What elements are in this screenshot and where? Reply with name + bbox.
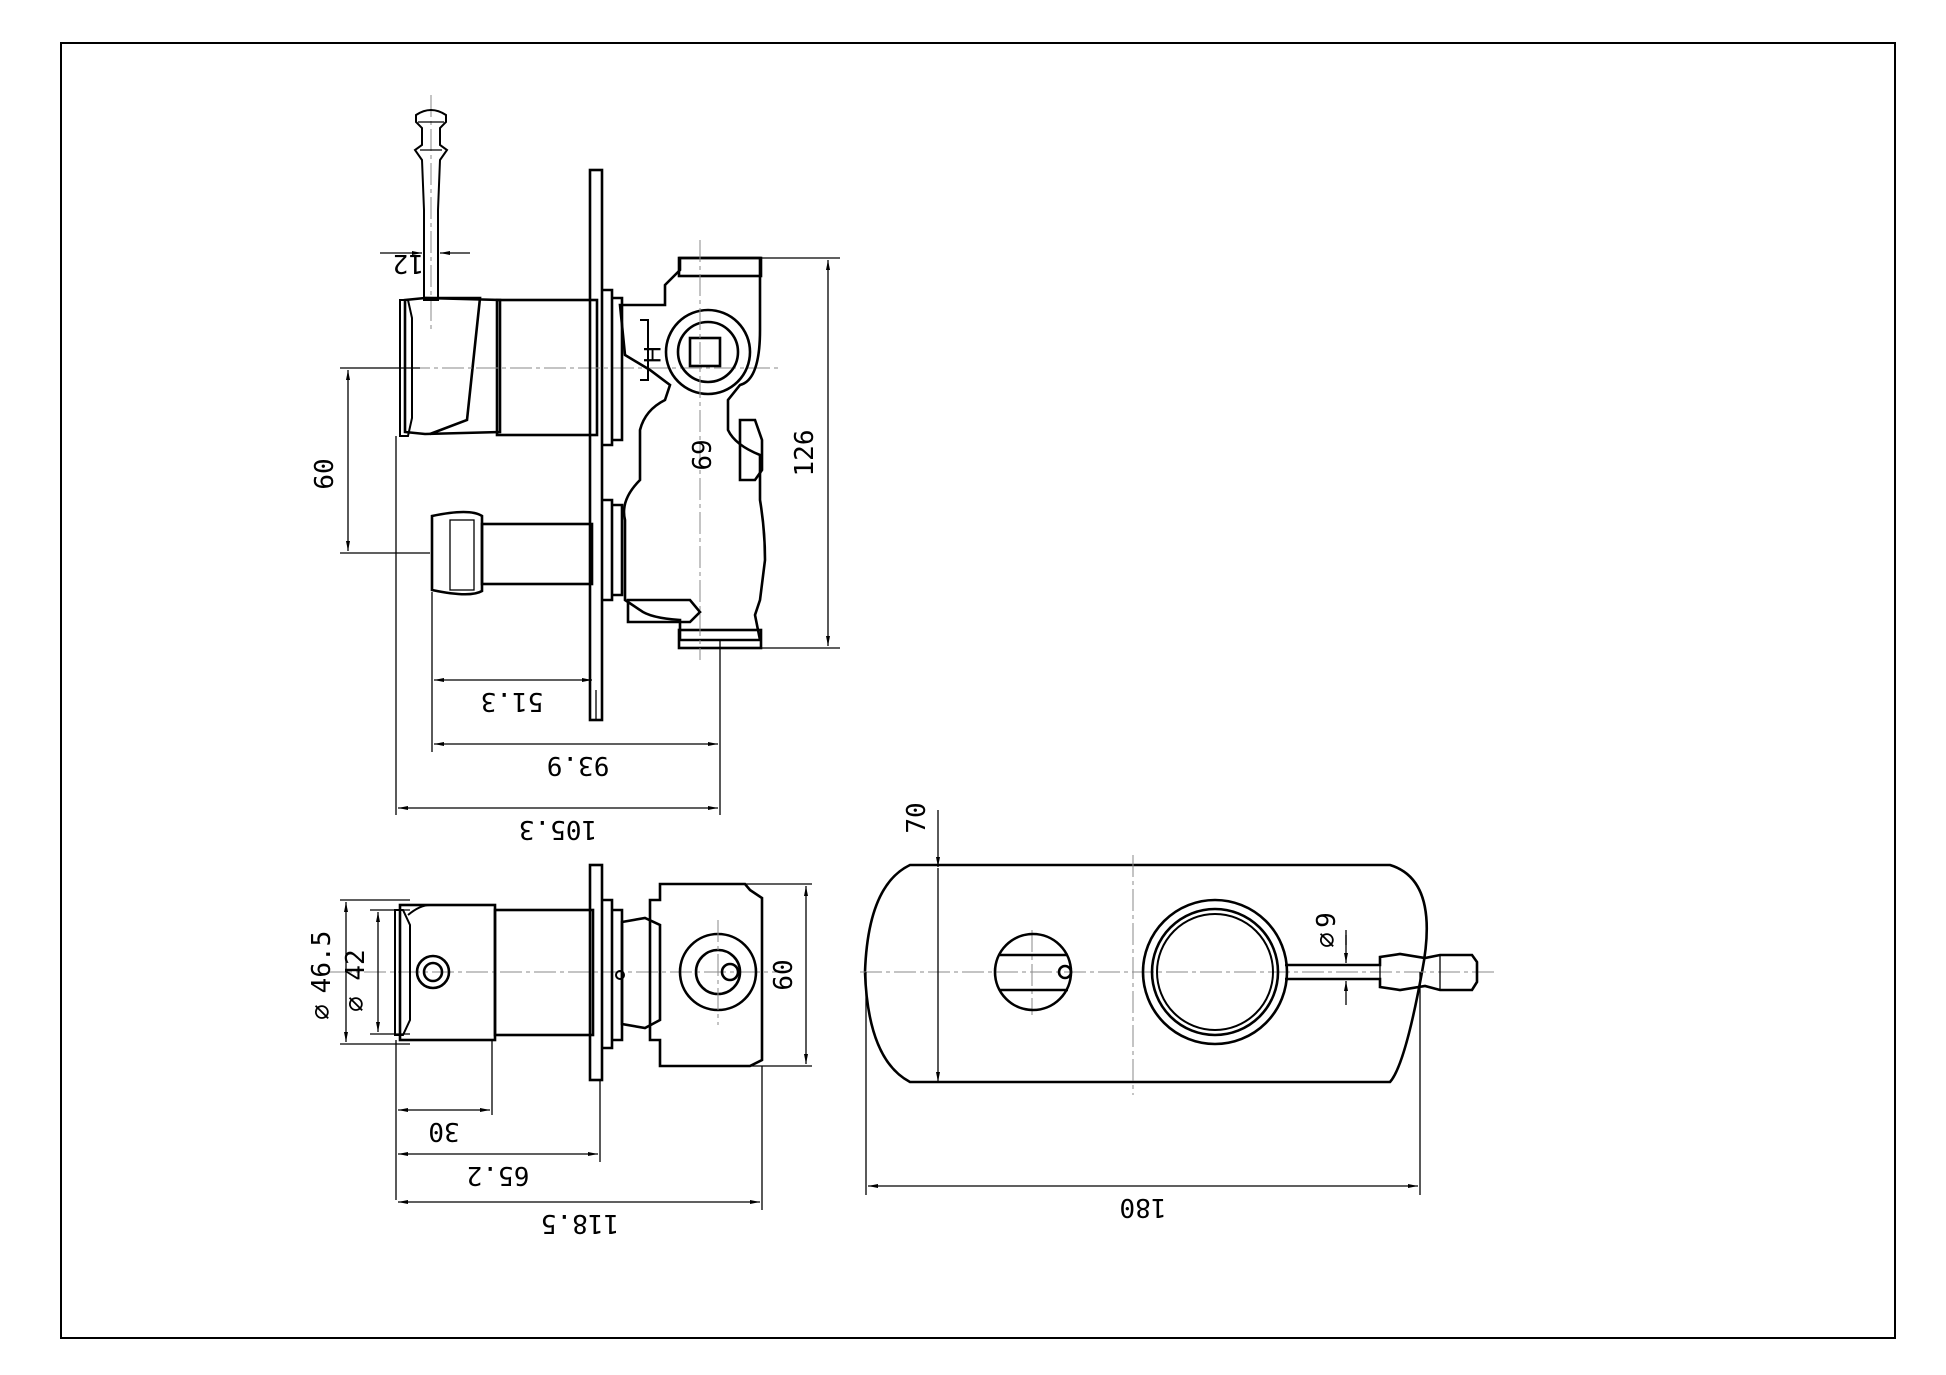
dim-diameter-46-5: ⌀ 46.5 — [307, 899, 410, 1045]
dim-diameter-42: ⌀ 42 — [341, 909, 410, 1035]
dim-label-46-5: 46.5 — [307, 931, 337, 994]
dim-180: 180 — [865, 972, 1421, 1222]
wall-plate — [863, 863, 1429, 1084]
dim-label-60-side: 60 — [310, 458, 340, 489]
drawing-frame — [60, 42, 1896, 1339]
dim-label-65-2: 65.2 — [467, 1160, 530, 1190]
dim-label-70: 70 — [902, 802, 932, 833]
dim-60-bottom: 60 — [740, 883, 812, 1067]
dim-126: 126 — [760, 257, 840, 649]
dim-label-60-bottom: 60 — [769, 959, 799, 990]
dim-label-126: 126 — [790, 430, 820, 477]
dim-60-side: 60 — [310, 367, 430, 554]
main-control-ring — [1141, 898, 1289, 1046]
dim-65-2: 65.2 — [398, 1080, 601, 1190]
dim-12: 12 — [380, 248, 470, 278]
front-view: 70 ⌀ 9 180 — [860, 802, 1495, 1222]
dim-label-9: 9 — [1312, 912, 1342, 928]
dim-label-69: 69 — [685, 439, 715, 470]
dim-label-93-9: 93.9 — [547, 750, 610, 780]
dim-118-5: 118.5 — [398, 1066, 763, 1238]
dim-93-9: 93.9 — [431, 640, 721, 815]
dim-label-30: 30 — [428, 1116, 459, 1146]
hot-marker: H — [638, 346, 665, 363]
dim-diameter-9: ⌀ 9 — [1312, 912, 1348, 1005]
dim-label-51-3: 51.3 — [481, 686, 544, 716]
dim-30: 30 — [395, 1040, 493, 1200]
lever-handle — [413, 95, 449, 330]
dim-51-3: 51.3 — [431, 592, 597, 720]
side-view: H 12 60 126 69 — [310, 95, 840, 844]
dim-label-118-5: 118.5 — [541, 1208, 619, 1238]
dim-70: 70 — [902, 802, 940, 1082]
diverter-knob — [993, 932, 1073, 1012]
dim-label-42: 42 — [341, 949, 371, 980]
diameter-symbol-46-5: ⌀ — [307, 1004, 337, 1020]
bottom-view: ⌀ 46.5 ⌀ 42 60 30 — [307, 863, 812, 1238]
dim-label-180: 180 — [1120, 1192, 1167, 1222]
dim-label-105-3: 105.3 — [519, 814, 597, 844]
lever-arm — [1285, 952, 1479, 992]
dim-105-3: 105.3 — [395, 436, 718, 844]
dim-label-12: 12 — [393, 248, 424, 278]
diameter-symbol-9: ⌀ — [1312, 932, 1342, 948]
diameter-symbol-42: ⌀ — [341, 996, 371, 1012]
